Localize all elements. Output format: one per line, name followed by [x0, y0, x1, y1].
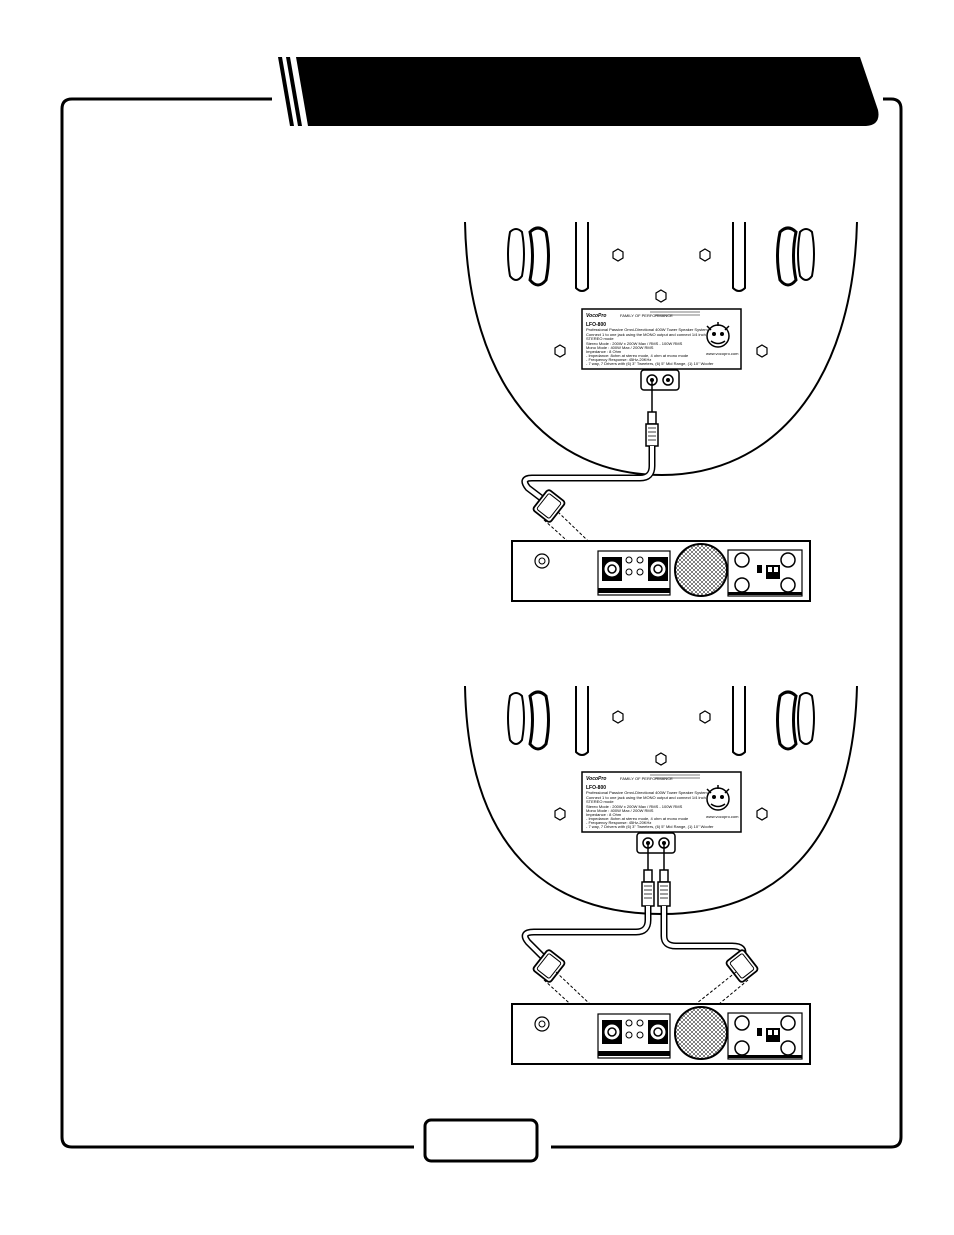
cooling-fan-grill [674, 1006, 728, 1060]
plate-line-4: Stereo Mode : 200W x 200W Max / RMS - 10… [586, 804, 683, 809]
plate-line-8: - Frequency Response: 45Hz-20KHz [586, 357, 651, 362]
diagram-stereo-connection: VocoPro FAMILY OF PERFORMANCE LFO-800 Pr… [464, 685, 858, 1065]
plate-line-3: STEREO mode [586, 799, 614, 804]
plate-website: www.vocopro.com [706, 814, 739, 819]
plate-line-2: Connect 1 to one jack using the MONO out… [586, 795, 723, 800]
speakon-plug-left [532, 949, 566, 983]
speaker-input-jacks [636, 832, 676, 854]
brand-logo-text: VocoPro [586, 776, 606, 782]
plate-line-8: - Frequency Response: 45Hz-20KHz [586, 820, 651, 825]
connection-guide-lines [543, 971, 749, 1034]
plate-line-2: Connect 1 to one jack using the MONO out… [586, 332, 723, 337]
screw-holes [554, 710, 768, 821]
plate-line-3: STEREO mode [586, 336, 614, 341]
plate-line-1: Professional Passive Omni-Directional 40… [586, 790, 708, 795]
plate-line-7: - Impedance: 8ohm at stereo mode, 4 ohm … [586, 353, 689, 358]
brand-tagline: FAMILY OF PERFORMANCE [620, 313, 673, 318]
speakon-plug-right [725, 949, 759, 983]
speaker-base-vents [507, 222, 815, 292]
header-banner [278, 57, 879, 126]
speaker-cable-left [521, 906, 652, 968]
screw-holes [554, 248, 768, 358]
page-number-box [423, 1118, 539, 1163]
model-name: LFO-800 [586, 322, 606, 328]
model-name: LFO-800 [586, 785, 606, 791]
mascot-logo-icon [706, 785, 730, 811]
speakon-plug [532, 489, 566, 523]
amplifier-rear-panel [511, 540, 811, 602]
plate-website: www.vocopro.com [706, 351, 739, 356]
plate-line-6: Impedance : 8 Ohm [586, 349, 622, 354]
brand-tagline: FAMILY OF PERFORMANCE [620, 776, 673, 781]
diagram-mono-connection: VocoPro FAMILY OF PERFORMANCE LFO-800 Pr… [464, 221, 858, 602]
speaker-label-plate: VocoPro FAMILY OF PERFORMANCE LFO-800 Pr… [581, 771, 742, 833]
mascot-logo-icon [706, 322, 730, 348]
cooling-fan-grill [674, 543, 728, 597]
speaker-label-plate: VocoPro FAMILY OF PERFORMANCE LFO-800 Pr… [581, 308, 742, 370]
amplifier-rear-panel [511, 1003, 811, 1065]
plate-line-1: Professional Passive Omni-Directional 40… [586, 327, 708, 332]
speaker-input-jacks [640, 369, 680, 391]
page-frame [60, 97, 903, 1149]
plate-line-5: Mono Mode : 400W Max / 200W RMS [586, 808, 654, 813]
plate-line-6: Impedance : 8 Ohm [586, 812, 622, 817]
brand-logo-text: VocoPro [586, 313, 606, 319]
speaker-base-vents [507, 686, 815, 756]
plate-line-5: Mono Mode : 400W Max / 200W RMS [586, 345, 654, 350]
plate-line-4: Stereo Mode : 200W x 200W Max / RMS - 10… [586, 341, 683, 346]
speaker-cable [521, 446, 656, 510]
plate-line-7: - Impedance: 8ohm at stereo mode, 4 ohm … [586, 816, 689, 821]
speaker-cable-right [660, 906, 747, 966]
plate-line-9: - 7 way, 7 Drivers with (6) 3" Tweeters,… [586, 361, 714, 366]
plate-line-9: - 7 way, 7 Drivers with (6) 3" Tweeters,… [586, 824, 714, 829]
